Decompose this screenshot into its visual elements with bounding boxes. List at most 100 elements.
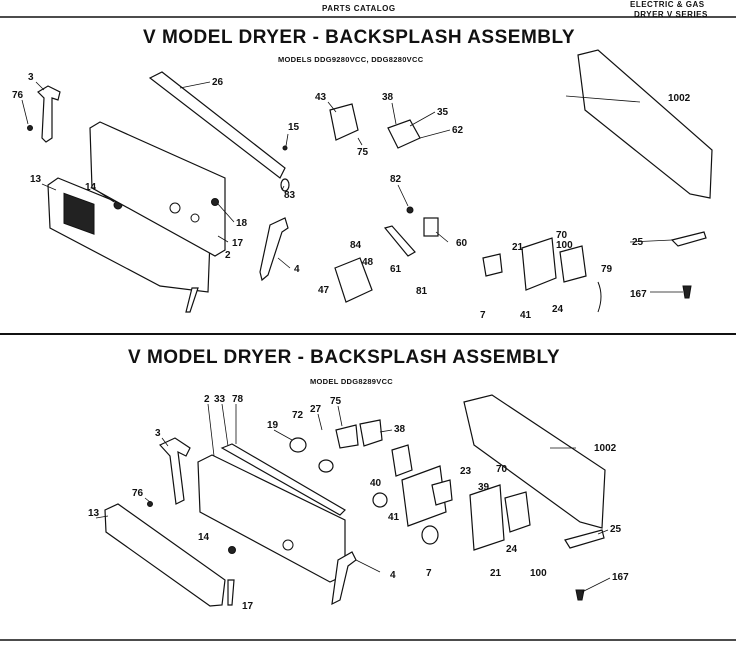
callout: 38	[394, 424, 406, 435]
callout: 78	[232, 394, 244, 405]
callout: 23	[460, 466, 472, 477]
panel-grille	[63, 192, 95, 235]
bottom-leader-lines	[95, 403, 611, 593]
callout: 1002	[668, 93, 691, 104]
frame-hole	[282, 539, 294, 551]
screw-167	[682, 285, 692, 299]
top-model-numbers: MODELS DDG9280VCC, DDG8280VCC	[278, 55, 424, 64]
callout: 75	[330, 396, 342, 407]
callout: 61	[390, 264, 402, 275]
terminal-block-38	[387, 119, 421, 149]
callout: 17	[242, 601, 254, 612]
screw-17	[185, 287, 199, 313]
callout: 41	[520, 310, 532, 321]
callout: 33	[214, 394, 226, 405]
callout: 17	[232, 238, 244, 249]
bottom-callouts: 2 33 78 3 72 27 75 38 19 40 23 70 39 76 …	[88, 394, 629, 612]
callout: 72	[292, 410, 304, 421]
callout: 70	[496, 464, 508, 475]
screw-17	[227, 579, 235, 606]
callout: 14	[198, 532, 210, 543]
bottom-diagram-title: V MODEL DRYER - BACKSPLASH ASSEMBLY	[128, 347, 561, 368]
screw-82	[406, 206, 414, 214]
screw-76	[27, 125, 33, 131]
bracket-61	[383, 225, 416, 257]
callout: 48	[362, 257, 374, 268]
trim-strip-33	[220, 443, 346, 516]
callout: 82	[390, 174, 402, 185]
timer-100	[559, 245, 587, 283]
callout: 7	[426, 568, 432, 579]
switch-43	[329, 103, 359, 141]
callout: 62	[452, 125, 464, 136]
callout: 100	[530, 568, 547, 579]
callout: 2	[204, 394, 210, 405]
callout: 27	[310, 404, 322, 415]
switch-39	[431, 479, 453, 506]
screw-15	[282, 145, 288, 151]
screw-18	[211, 198, 219, 206]
callout: 84	[350, 240, 362, 251]
knob-19	[289, 437, 307, 453]
callout: 7	[480, 310, 486, 321]
callout: 2	[225, 250, 231, 261]
callout: 47	[318, 285, 330, 296]
category-line-1: ELECTRIC & GAS	[630, 0, 705, 9]
switch-assembly-48	[334, 257, 373, 303]
timer-knob-7	[482, 253, 503, 277]
callout: 25	[610, 524, 622, 535]
frame-hole	[190, 213, 200, 223]
callout: 39	[478, 482, 490, 493]
top-assembly: 3 76 26 13 14 15 83 18 17 2 4 43 38 35 6…	[12, 49, 713, 321]
knob-14	[228, 546, 236, 554]
callout: 24	[506, 544, 518, 555]
callout: 83	[284, 190, 296, 201]
callout: 60	[456, 238, 468, 249]
trim-strip-26	[148, 71, 286, 179]
callout: 15	[288, 122, 300, 133]
category-line-2: DRYER V SERIES	[634, 10, 708, 19]
callout: 167	[612, 572, 629, 583]
end-cap-4	[259, 217, 289, 282]
callout: 18	[236, 218, 248, 229]
rear-cover-1002	[577, 49, 713, 199]
callout: 70	[556, 230, 568, 241]
callout: 13	[88, 508, 100, 519]
callout: 4	[390, 570, 396, 581]
callout: 1002	[594, 443, 617, 454]
callout: 167	[630, 289, 647, 300]
screw-167	[575, 589, 585, 601]
plate-23	[401, 465, 447, 527]
callout: 76	[132, 488, 144, 499]
timer-knob-7	[421, 525, 439, 545]
terminal-block-38	[359, 419, 383, 447]
bracket-25	[564, 529, 605, 549]
callout: 38	[382, 92, 394, 103]
callout: 3	[155, 428, 161, 439]
frame-hole	[169, 202, 181, 214]
switch-27	[335, 424, 359, 449]
control-panel-13	[104, 503, 226, 607]
bottom-assembly: 2 33 78 3 72 27 75 38 19 40 23 70 39 76 …	[88, 394, 629, 612]
top-diagram-title: V MODEL DRYER - BACKSPLASH ASSEMBLY	[143, 27, 576, 48]
top-callouts: 3 76 26 13 14 15 83 18 17 2 4 43 38 35 6…	[12, 72, 691, 321]
callout: 75	[357, 147, 369, 158]
callout: 25	[632, 237, 644, 248]
callout: 41	[388, 512, 400, 523]
switch-40	[391, 444, 413, 477]
callout: 26	[212, 77, 224, 88]
end-cap-4	[331, 551, 357, 606]
callout: 79	[601, 264, 613, 275]
knob-19	[318, 459, 334, 473]
callout: 81	[416, 286, 428, 297]
callout: 76	[12, 90, 24, 101]
callout: 35	[437, 107, 449, 118]
rear-cover-1002	[463, 394, 606, 529]
screw-76	[147, 501, 153, 507]
callout: 14	[85, 182, 97, 193]
callout: 13	[30, 174, 42, 185]
callout: 3	[28, 72, 34, 83]
callout: 100	[556, 240, 573, 251]
top-leader-lines	[21, 81, 683, 293]
